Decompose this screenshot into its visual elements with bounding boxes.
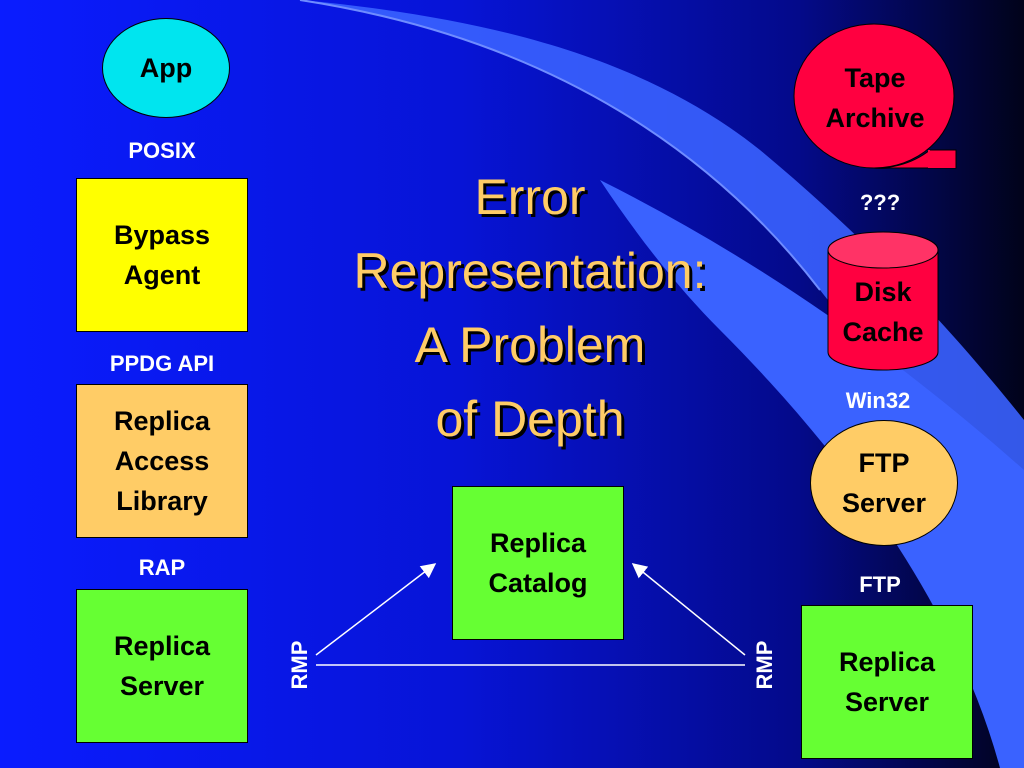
replica-catalog-box: Replica Catalog (452, 486, 624, 640)
bypass-agent-box: Bypass Agent (76, 178, 248, 332)
unknown-label: ??? (859, 190, 901, 215)
rmp-right-label: RMP (752, 640, 777, 690)
arrow-rmp-right-to-catalog (631, 563, 746, 656)
disk-cache-label: Disk Cache (842, 277, 924, 347)
win32-label: Win32 (845, 388, 911, 413)
replica-access-library-box: Replica Access Library (76, 384, 248, 538)
bypass-agent-label: Bypass Agent (113, 220, 211, 290)
right-replica-server-label: Replica Server (838, 647, 936, 717)
left-replica-server-box: Replica Server (76, 589, 248, 743)
replica-catalog-label: Replica Catalog (488, 528, 588, 598)
tape-archive-label: Tape Archive (825, 63, 925, 133)
arrow-rmp-left-to-catalog (315, 563, 437, 656)
ftp-server-label: FTP Server (841, 448, 927, 518)
replica-access-library-label: Replica Access Library (113, 406, 211, 516)
rap-label: RAP (138, 555, 186, 580)
disk-cache-cylinder (827, 231, 939, 371)
app-label: App (139, 53, 193, 83)
left-replica-server-label: Replica Server (113, 631, 211, 701)
tape-archive-shape (793, 23, 957, 169)
app-ellipse: App (102, 18, 230, 118)
rmp-left-label: RMP (287, 640, 312, 690)
ppdg-api-label: PPDG API (109, 351, 215, 376)
right-replica-server-box: Replica Server (801, 605, 973, 759)
ftp-server-ellipse: FTP Server (810, 420, 958, 546)
posix-label: POSIX (128, 138, 196, 163)
ftp-label: FTP (859, 572, 901, 597)
slide-title: Error Representation: A Problem of Depth (353, 169, 707, 447)
